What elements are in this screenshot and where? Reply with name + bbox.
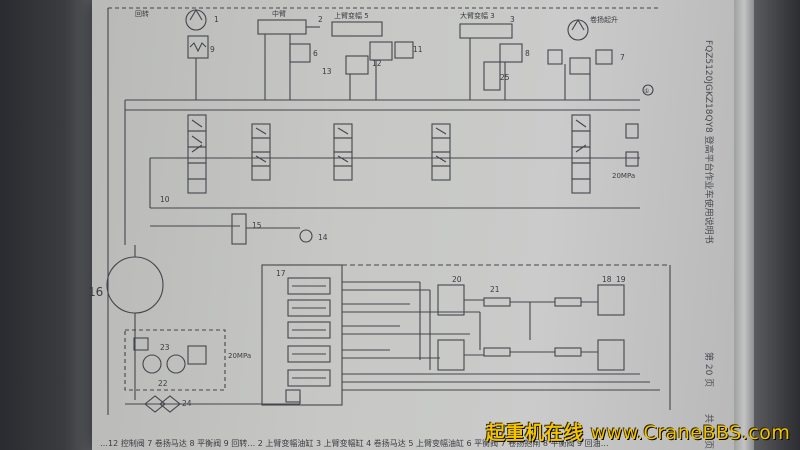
rotation-motor-symbol — [185, 9, 207, 31]
label-mid-arm: 中臂 — [272, 9, 286, 18]
watermark: 起重机在线 www.CraneBBS.com — [486, 418, 790, 445]
oil-tank-16 — [106, 256, 164, 314]
control-valve-12 — [345, 55, 369, 75]
background-edge — [754, 0, 800, 450]
upper-telescope-cylinder — [459, 23, 513, 39]
num-20: 20 — [452, 275, 462, 284]
label-rotation: 回转 — [135, 9, 149, 18]
num-14: 14 — [318, 233, 328, 242]
outrigger-valves — [287, 277, 331, 387]
relief-valve-top — [625, 123, 639, 139]
valve-upper-telescope — [431, 123, 451, 181]
num-7: 7 — [620, 53, 625, 62]
num-6: 6 — [313, 49, 318, 58]
num-12: 12 — [372, 59, 382, 68]
outrigger-cylinder-21 — [483, 297, 511, 307]
label-upper-telescope: 大臂变幅 3 — [460, 11, 495, 20]
mid-arm-cylinder — [257, 19, 307, 35]
num-25: 25 — [500, 73, 510, 82]
outrigger-cylinder-21b — [483, 347, 511, 357]
label-winch: 卷扬起升 — [590, 15, 618, 24]
winch-brake — [547, 49, 563, 65]
side-title: FQZ5120JGKZ18QY8 登高平台作业车使用说明书 — [703, 40, 713, 244]
num-3: 3 — [510, 15, 515, 24]
num-11: 11 — [413, 45, 423, 54]
num-19: 19 — [616, 275, 626, 284]
page-number: 第 20 页 — [703, 352, 713, 388]
num-9: 9 — [210, 45, 215, 54]
num-17: 17 — [276, 269, 286, 278]
footer-caption: …12 控制阀 7 卷扬马达 8 平衡阀 9 回转… 2 上臂变幅油缸 3 上臂… — [100, 438, 609, 448]
pump-23 — [166, 354, 186, 374]
pressure-gauge-top — [642, 84, 654, 96]
label-upper-luffing: 上臂变幅 5 — [334, 11, 369, 20]
outrigger-cylinder-right — [554, 297, 582, 307]
watermark-site-name: 起重机在线 — [486, 422, 584, 444]
outrigger-lock-20b — [437, 339, 465, 371]
label-20mpa-top: 20MPa — [612, 172, 635, 180]
outrigger-lock-18 — [597, 284, 625, 316]
num-21: 21 — [490, 285, 500, 294]
num-23: 23 — [160, 343, 170, 352]
brake-cylinder-9 — [187, 35, 209, 59]
upper-luffing-cylinder — [331, 21, 383, 37]
num-24: 24 — [182, 399, 192, 408]
num-13: 13 — [322, 67, 332, 76]
outrigger-lock-20 — [437, 284, 465, 316]
num-22: 22 — [158, 379, 168, 388]
num-2: 2 — [318, 15, 323, 24]
relief-valve-top-2 — [625, 151, 639, 167]
winch-motor-symbol — [567, 19, 589, 41]
balance-valve-8 — [499, 43, 523, 63]
valve-15 — [231, 213, 247, 245]
num-15: 15 — [252, 221, 262, 230]
pump-22 — [142, 354, 162, 374]
balance-valve-11 — [369, 41, 393, 61]
pump-group-frame — [124, 329, 226, 391]
num-gauge-top: ① — [644, 88, 649, 95]
outrigger-lock-19 — [597, 339, 625, 371]
outrigger-cylinder-right-b — [554, 347, 582, 357]
valve-rotation — [187, 114, 207, 194]
num-8: 8 — [525, 49, 530, 58]
valve-winch — [571, 114, 591, 194]
valve-upper-luffing — [333, 123, 353, 181]
valve-25 — [483, 61, 501, 91]
balance-valve-6 — [289, 43, 311, 63]
pressure-gauge-14 — [299, 229, 313, 243]
valve-mid-arm — [251, 123, 271, 181]
num-10: 10 — [160, 195, 170, 204]
num-16: 16 — [88, 285, 103, 299]
manual-page — [92, 0, 734, 450]
page-fold-edge — [734, 0, 754, 450]
num-18: 18 — [602, 275, 612, 284]
label-20mpa-bottom: 20MPa — [228, 352, 251, 360]
watermark-url: www.CraneBBS.com — [590, 422, 791, 444]
num-1: 1 — [214, 15, 219, 24]
